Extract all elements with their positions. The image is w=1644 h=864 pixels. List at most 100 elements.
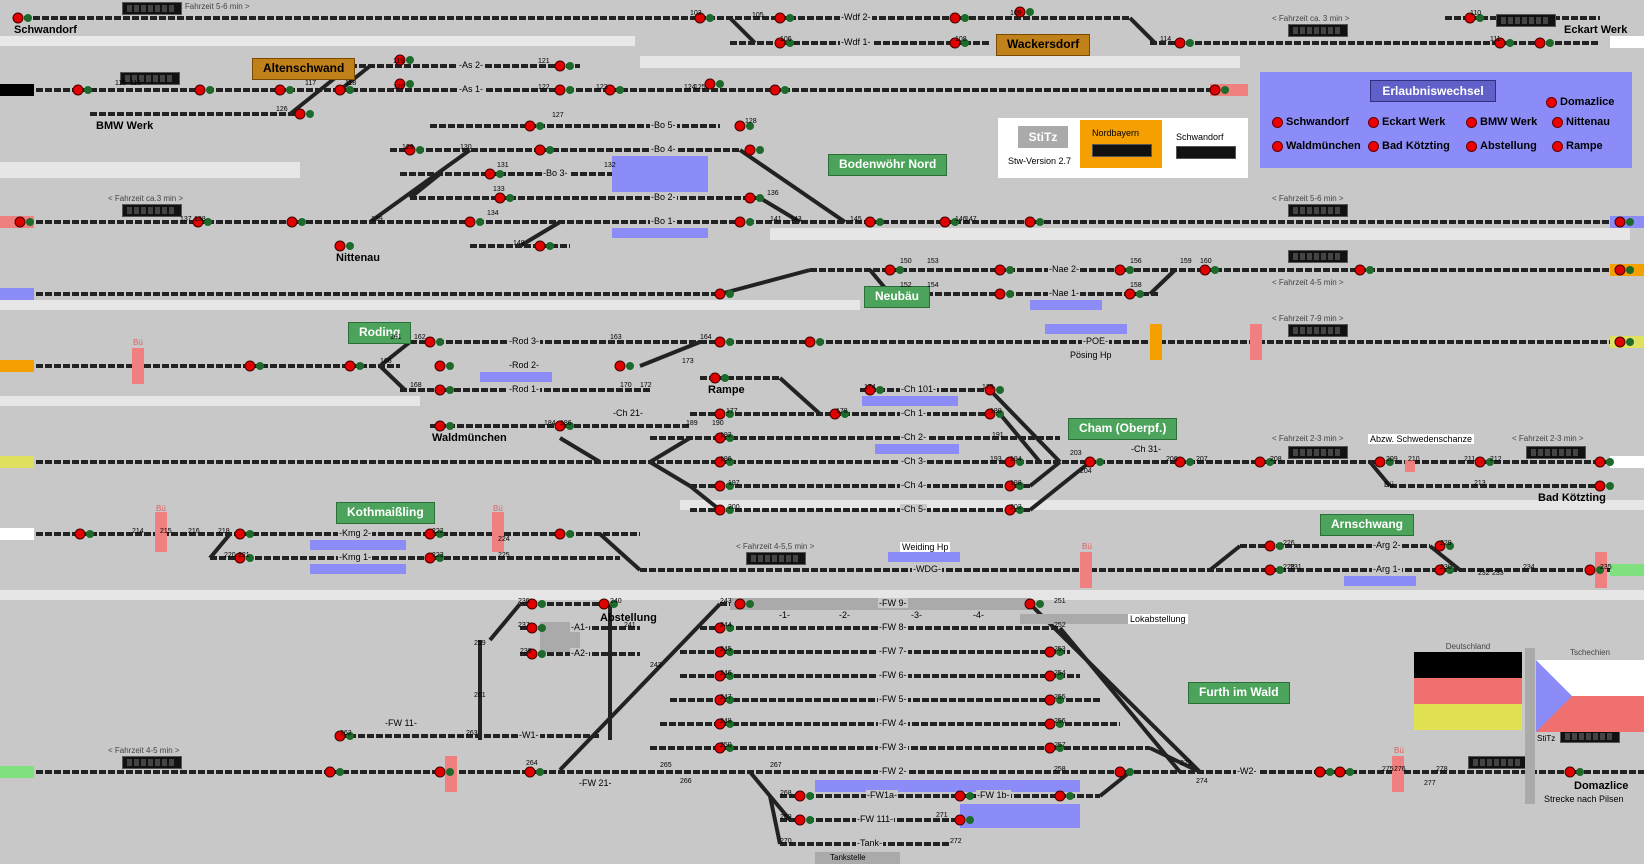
signal-button-112[interactable] — [324, 766, 336, 778]
signal-button-39[interactable] — [864, 216, 876, 228]
track-label-as2[interactable]: -As 2- — [458, 60, 485, 70]
track-label-wdg[interactable]: -WDG- — [912, 564, 942, 574]
signal-button-38[interactable] — [534, 240, 546, 252]
signal-button-107[interactable] — [714, 670, 726, 682]
signal-button-115[interactable] — [794, 790, 806, 802]
erlaubnis-domazlice-button[interactable]: Domazlice — [1546, 96, 1614, 108]
signal-button-120[interactable] — [1114, 766, 1126, 778]
signal-button-60[interactable] — [1614, 336, 1626, 348]
signal-button-116[interactable] — [794, 814, 806, 826]
track-label-rod2[interactable]: -Rod 2- — [508, 360, 541, 370]
signal-button-24[interactable] — [404, 144, 416, 156]
signal-button-104[interactable] — [1044, 742, 1056, 754]
signal-button-16[interactable] — [394, 78, 406, 90]
track-label-arg2[interactable]: -Arg 2- — [1372, 540, 1402, 550]
signal-button-76[interactable] — [1084, 456, 1096, 468]
signal-button-10[interactable] — [774, 37, 786, 49]
track-label-ch1[interactable]: -Ch 1- — [900, 408, 928, 418]
track-label-fw7[interactable]: -FW 7- — [878, 646, 908, 656]
track-label-fw8[interactable]: -FW 8- — [878, 622, 908, 632]
signal-button-95[interactable] — [598, 598, 610, 610]
signal-button-73[interactable] — [1004, 456, 1016, 468]
signal-button-61[interactable] — [709, 372, 721, 384]
signal-button-111[interactable] — [334, 730, 346, 742]
signal-button-46[interactable] — [994, 288, 1006, 300]
signal-button-27[interactable] — [734, 120, 746, 132]
erlaubnis-schwandorf-button[interactable]: Schwandorf — [1272, 116, 1349, 128]
signal-button-94[interactable] — [526, 598, 538, 610]
signal-button-5[interactable] — [1464, 12, 1476, 24]
signal-button-43[interactable] — [714, 288, 726, 300]
signal-button-33[interactable] — [734, 216, 746, 228]
signal-button-23[interactable] — [294, 108, 306, 120]
signal-button-11[interactable] — [72, 84, 84, 96]
signal-button-51[interactable] — [1614, 264, 1626, 276]
signal-button-82[interactable] — [1594, 456, 1606, 468]
signal-button-28[interactable] — [744, 144, 756, 156]
signal-button-6[interactable] — [1494, 37, 1506, 49]
track-label-fw6[interactable]: -FW 6- — [878, 670, 908, 680]
signal-button-12[interactable] — [194, 84, 206, 96]
track-label-rod1[interactable]: -Rod 1- — [508, 384, 541, 394]
track-label-as1[interactable]: -As 1- — [458, 84, 485, 94]
signal-button-47[interactable] — [1114, 264, 1126, 276]
signal-button-89[interactable] — [1264, 540, 1276, 552]
signal-button-72[interactable] — [714, 504, 726, 516]
track-label-a1[interactable]: -A1- — [570, 622, 590, 632]
track-label-fw11[interactable]: -FW 11- — [384, 718, 418, 728]
signal-button-0[interactable] — [12, 12, 24, 24]
track-label-fw21[interactable]: -FW 21- — [578, 778, 613, 788]
track-label-fw1b[interactable]: -FW 1b- — [976, 790, 1011, 800]
signal-button-3[interactable] — [949, 12, 961, 24]
signal-button-80[interactable] — [1474, 456, 1486, 468]
signal-button-35[interactable] — [192, 216, 204, 228]
signal-button-31[interactable] — [464, 216, 476, 228]
signal-button-93[interactable] — [1584, 564, 1596, 576]
track-label-poe[interactable]: -POE- — [1082, 336, 1110, 346]
track-label-rod3[interactable]: -Rod 3- — [508, 336, 541, 346]
track-label-kmg1[interactable]: -Kmg 1- — [338, 552, 373, 562]
signal-button-96[interactable] — [526, 622, 538, 634]
signal-button-13[interactable] — [274, 84, 286, 96]
track-label-wdf2[interactable]: -Wdf 2- — [840, 12, 872, 22]
signal-button-108[interactable] — [714, 694, 726, 706]
signal-button-101[interactable] — [1044, 670, 1056, 682]
track-label-arg1[interactable]: -Arg 1- — [1372, 564, 1402, 574]
signal-button-68[interactable] — [714, 408, 726, 420]
track-label-ch2[interactable]: -Ch 2- — [900, 432, 928, 442]
signal-button-49[interactable] — [1199, 264, 1211, 276]
track-label-fw2[interactable]: -FW 2- — [878, 766, 908, 776]
signal-button-118[interactable] — [1054, 790, 1066, 802]
signal-button-87[interactable] — [424, 552, 436, 564]
signal-button-114[interactable] — [524, 766, 536, 778]
track-label-n3[interactable]: -3- — [910, 610, 923, 620]
track-label-fw5[interactable]: -FW 5- — [878, 694, 908, 704]
signal-button-56[interactable] — [434, 384, 446, 396]
signal-button-64[interactable] — [984, 384, 996, 396]
signal-button-48[interactable] — [1124, 288, 1136, 300]
track-label-ch101[interactable]: -Ch 101- — [900, 384, 938, 394]
signal-button-69[interactable] — [714, 432, 726, 444]
signal-button-9[interactable] — [949, 37, 961, 49]
signal-button-17[interactable] — [554, 60, 566, 72]
signal-button-32[interactable] — [744, 192, 756, 204]
signal-button-53[interactable] — [344, 360, 356, 372]
signal-button-103[interactable] — [1044, 718, 1056, 730]
signal-button-20[interactable] — [704, 78, 716, 90]
signal-button-70[interactable] — [714, 456, 726, 468]
signal-button-44[interactable] — [884, 264, 896, 276]
signal-button-15[interactable] — [394, 54, 406, 66]
erlaubnis-rampe-button[interactable]: Rampe — [1552, 140, 1603, 152]
erlaubnis-eckart-button[interactable]: Eckart Werk — [1368, 116, 1445, 128]
signal-button-121[interactable] — [1564, 766, 1576, 778]
signal-button-90[interactable] — [1264, 564, 1276, 576]
signal-button-119[interactable] — [954, 814, 966, 826]
signal-button-123[interactable] — [1334, 766, 1346, 778]
signal-button-66[interactable] — [434, 420, 446, 432]
track-label-kmg2[interactable]: -Kmg 2- — [338, 528, 373, 538]
signal-button-71[interactable] — [714, 480, 726, 492]
signal-button-37[interactable] — [334, 240, 346, 252]
signal-button-40[interactable] — [939, 216, 951, 228]
signal-button-102[interactable] — [1044, 694, 1056, 706]
signal-button-8[interactable] — [1174, 37, 1186, 49]
